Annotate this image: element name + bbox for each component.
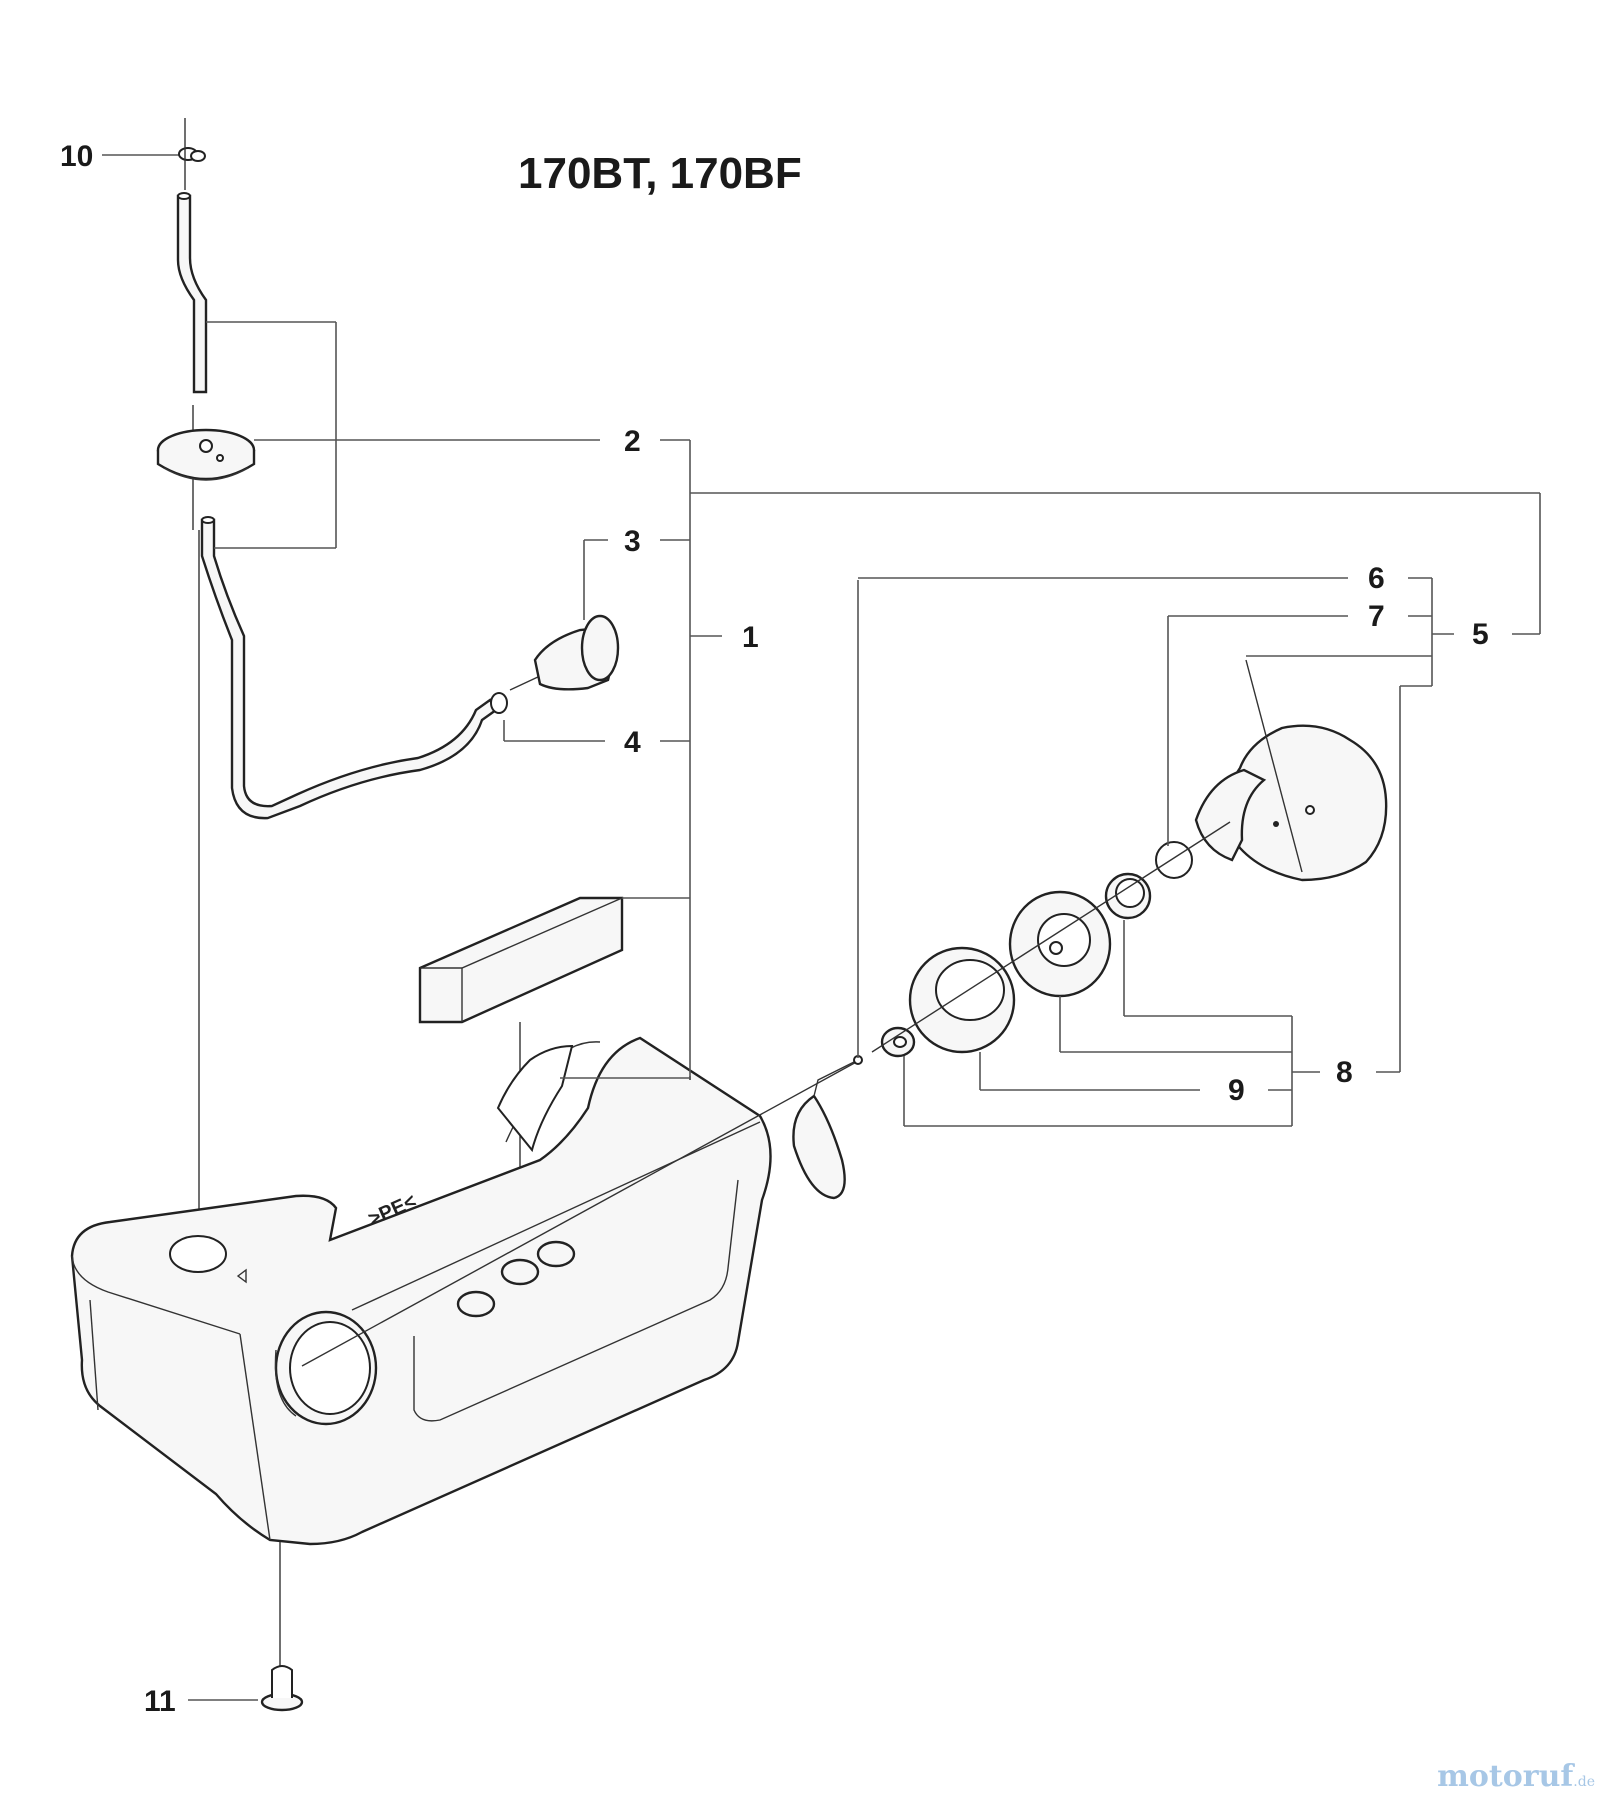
watermark-suffix: .de <box>1573 1774 1595 1790</box>
callout-4: 4 <box>624 726 641 759</box>
fuel-hose-lower <box>200 516 498 820</box>
part-8-inner-disc <box>1008 890 1112 998</box>
part-8-valve <box>1104 872 1152 920</box>
part-7-ball <box>1155 841 1193 879</box>
callout-lines <box>188 439 1541 1701</box>
callout-11: 11 <box>144 1685 176 1718</box>
part-11-screw <box>260 1665 304 1712</box>
callout-7: 7 <box>1368 600 1385 633</box>
callout-3: 3 <box>624 525 641 558</box>
part-10-clip <box>102 118 206 190</box>
callout-8: 8 <box>1336 1056 1353 1089</box>
part-3-fuel-filter <box>509 539 620 691</box>
callout-1: 1 <box>742 621 759 654</box>
cap-tether <box>301 580 863 1367</box>
watermark-main: motoruf <box>1437 1759 1574 1794</box>
part-2-grommet <box>156 405 256 530</box>
fuel-tank: >PE< <box>70 1036 772 1680</box>
callout-9: 9 <box>1228 1074 1245 1107</box>
part-4-hose-clip <box>490 692 605 742</box>
part-9-washer <box>880 1026 916 1058</box>
fuel-hose-upper <box>176 192 208 394</box>
site-watermark-logo: motoruf.de <box>1437 1759 1595 1794</box>
cap-axis <box>871 821 1231 1053</box>
callout-6: 6 <box>1368 562 1385 595</box>
part-9-gasket <box>908 946 1016 1054</box>
callout-5: 5 <box>1472 618 1489 651</box>
diagram-title: 170BT, 170BF <box>518 149 802 198</box>
callout-10: 10 <box>60 140 93 173</box>
callout-2: 2 <box>624 425 641 458</box>
part-8-fuel-cap <box>1194 659 1388 882</box>
hose-bracket <box>206 321 337 549</box>
